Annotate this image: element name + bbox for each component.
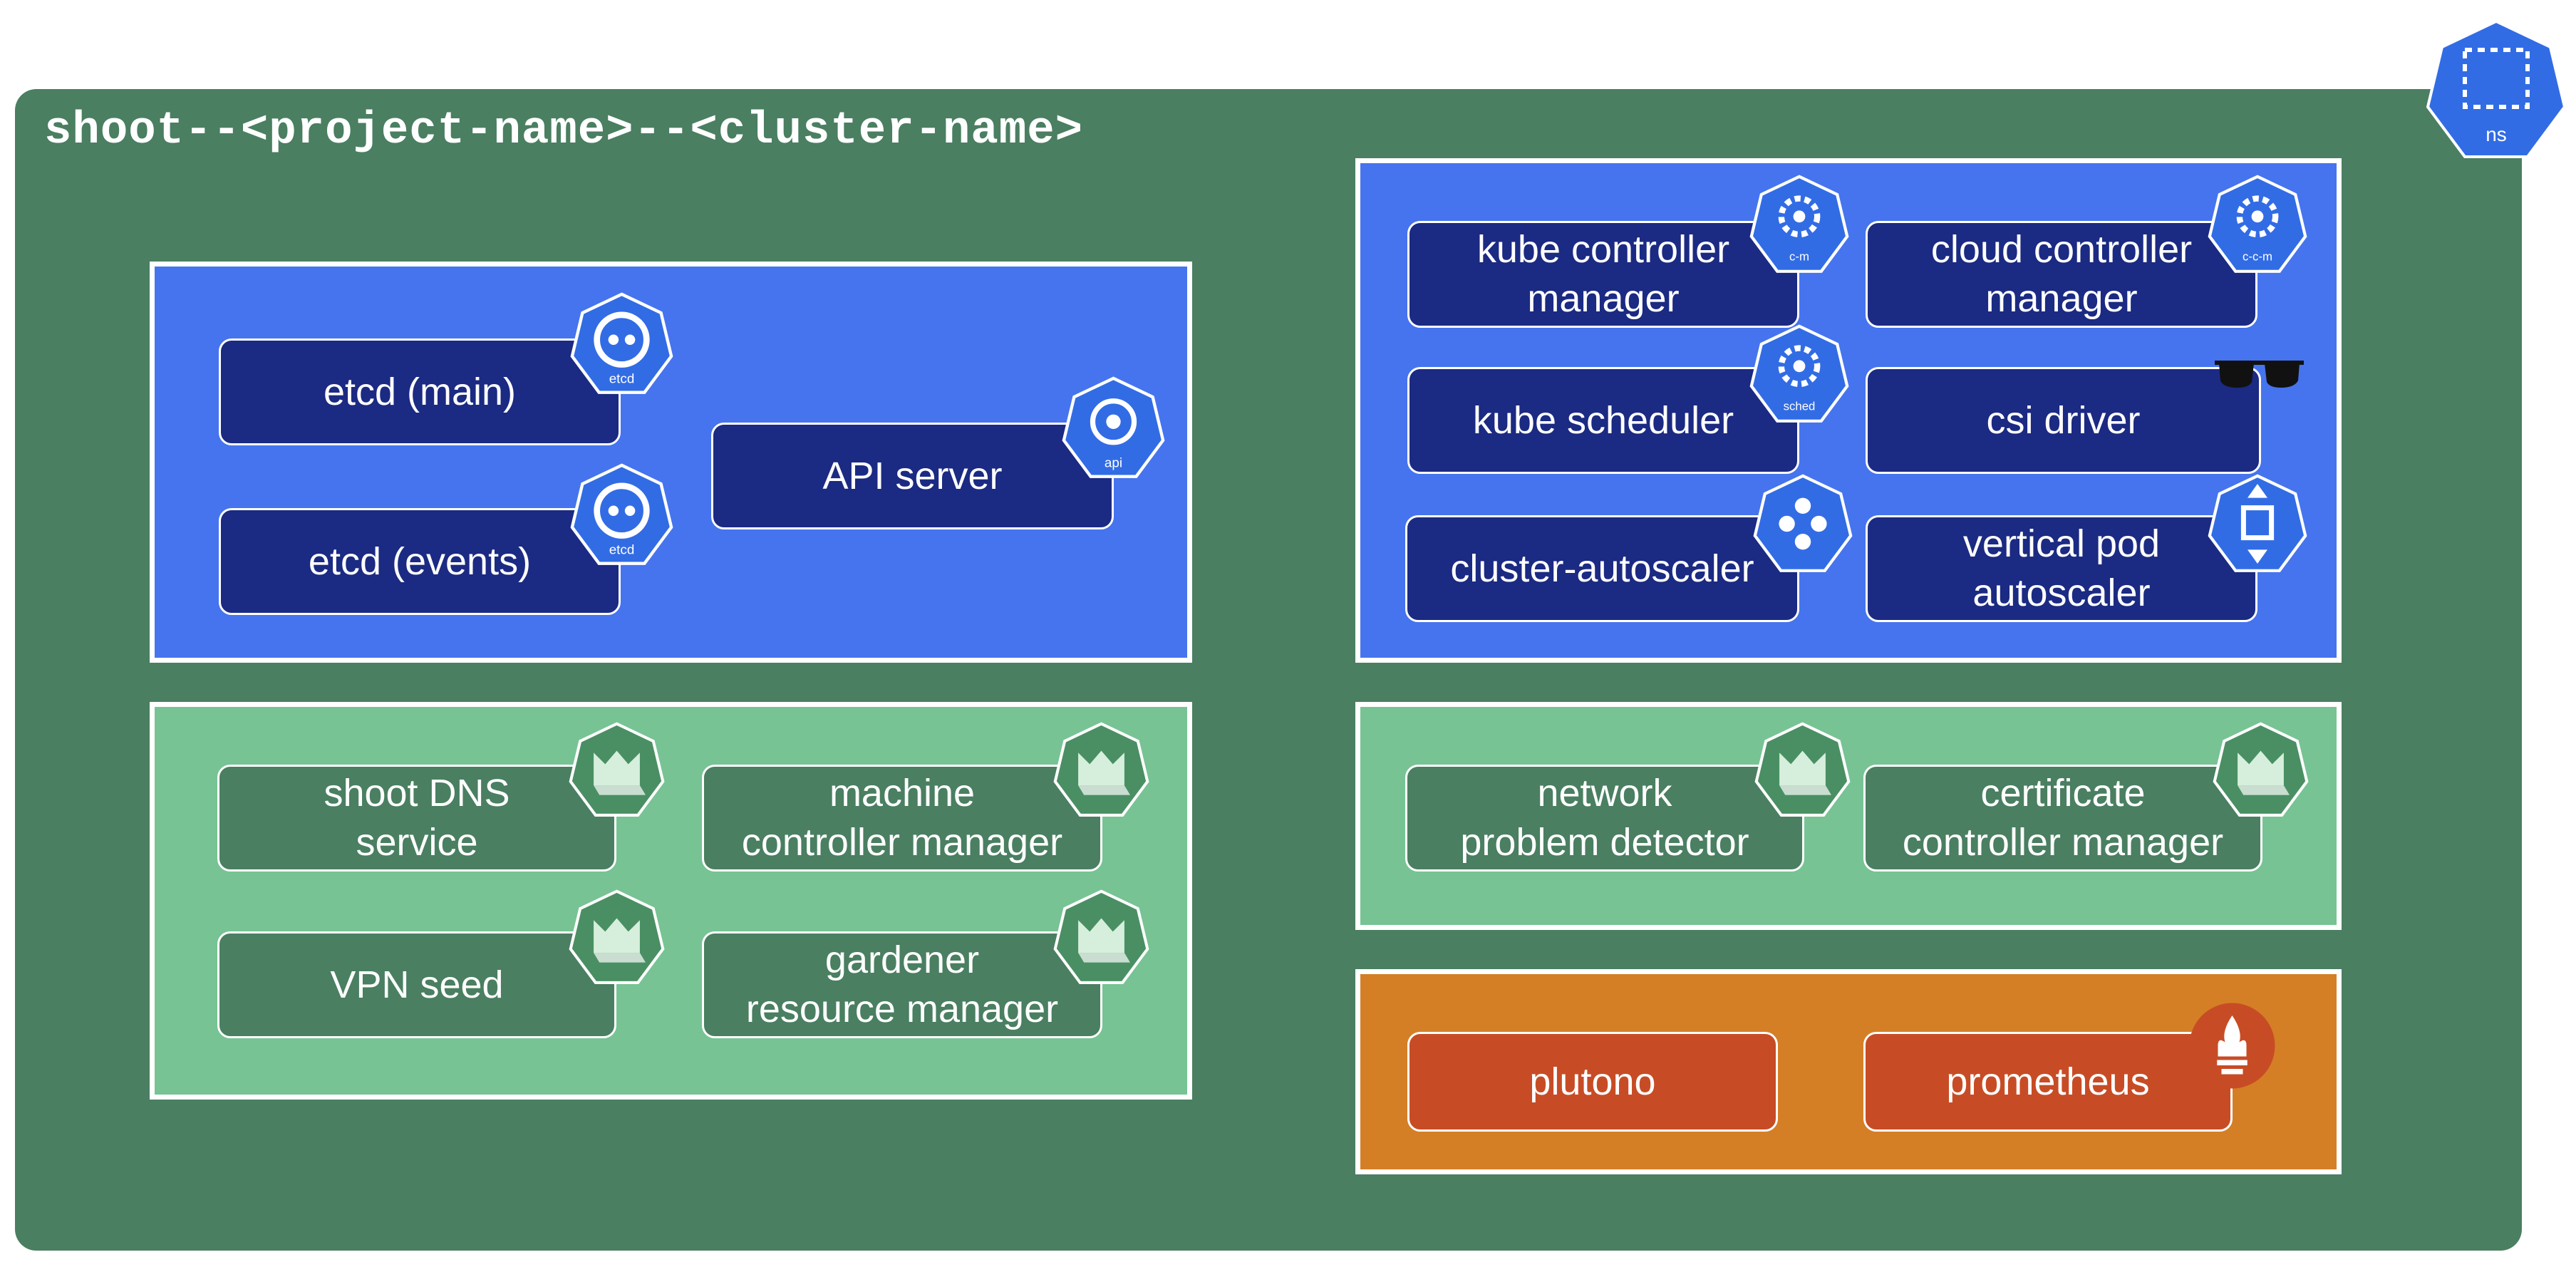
vpa-label-1: vertical pod xyxy=(1962,522,2161,565)
cert-cm-label-2: controller manager xyxy=(1902,821,2224,864)
cluster-autoscaler-component[interactable]: cluster-autoscaler xyxy=(1405,515,1799,622)
scheduler-icon: sched xyxy=(1749,324,1849,424)
etcd-icon-label: etcd xyxy=(609,542,635,557)
gardener-icon xyxy=(569,722,665,818)
gardener-icon xyxy=(569,889,665,986)
plutono-label: plutono xyxy=(1529,1060,1656,1103)
npd-label-1: network xyxy=(1537,772,1672,815)
vpa-label-2: autoscaler xyxy=(1972,572,2151,614)
certificate-controller-manager-component[interactable]: certificate controller manager xyxy=(1863,765,2262,872)
cert-cm-label-1: certificate xyxy=(1980,772,2146,815)
namespace-icon: ns xyxy=(2425,19,2567,161)
gardener-panel xyxy=(150,702,1192,1100)
controller-manager-icon: c-m xyxy=(1749,175,1849,274)
shoot-dns-service-component[interactable]: shoot DNS service xyxy=(217,765,616,872)
namespace-icon-label: ns xyxy=(2486,123,2507,145)
etcd-main-component[interactable]: etcd (main) xyxy=(219,338,621,445)
api-icon: api xyxy=(1062,376,1165,480)
network-problem-detector-component[interactable]: network problem detector xyxy=(1405,765,1804,872)
vpn-seed-component[interactable]: VPN seed xyxy=(217,931,616,1038)
api-icon-label: api xyxy=(1105,455,1122,470)
gardener-icon xyxy=(1053,722,1149,818)
kube-controller-manager-label-2: manager xyxy=(1527,277,1680,320)
api-server-label: API server xyxy=(822,454,1003,497)
csi-driver-label: csi driver xyxy=(1986,398,2141,442)
kube-scheduler-label: kube scheduler xyxy=(1472,398,1734,442)
shoot-dns-label-1: shoot DNS xyxy=(324,772,510,815)
kube-controller-manager-label-1: kube controller xyxy=(1476,228,1730,271)
mcm-label-1: machine xyxy=(829,772,976,815)
gardener-icon xyxy=(2213,722,2309,818)
sunglasses-icon xyxy=(2215,356,2304,392)
autoscaler-icon xyxy=(1753,474,1853,574)
prometheus-component[interactable]: prometheus xyxy=(1863,1032,2233,1132)
cloud-controller-manager-component[interactable]: cloud controller manager xyxy=(1866,221,2257,328)
csi-driver-component[interactable]: csi driver xyxy=(1866,367,2261,474)
cloud-controller-manager-label-2: manager xyxy=(1985,277,2138,320)
etcd-main-label: etcd (main) xyxy=(323,370,517,413)
etcd-events-component[interactable]: etcd (events) xyxy=(219,508,621,615)
kube-controller-manager-component[interactable]: kube controller manager xyxy=(1407,221,1799,328)
plutono-component[interactable]: plutono xyxy=(1407,1032,1778,1132)
prometheus-label: prometheus xyxy=(1946,1060,2150,1103)
mcm-label-2: controller manager xyxy=(741,821,1063,864)
gardener-resource-manager-component[interactable]: gardener resource manager xyxy=(702,931,1102,1038)
etcd-icon-label: etcd xyxy=(609,371,635,386)
kube-scheduler-component[interactable]: kube scheduler xyxy=(1407,367,1799,474)
prometheus-icon xyxy=(2188,1001,2277,1090)
machine-controller-manager-component[interactable]: machine controller manager xyxy=(702,765,1102,872)
grm-label-1: gardener xyxy=(824,939,980,981)
ccm-icon-label: c-c-m xyxy=(2243,249,2272,263)
etcd-events-label: etcd (events) xyxy=(308,539,532,583)
sched-icon-label: sched xyxy=(1784,399,1816,413)
etcd-icon: etcd xyxy=(570,463,673,567)
grm-label-2: resource manager xyxy=(745,988,1059,1030)
gardener-icon xyxy=(1754,722,1851,818)
gardener-icon xyxy=(1053,889,1149,986)
vertical-pod-autoscaler-component[interactable]: vertical pod autoscaler xyxy=(1866,515,2257,622)
cm-icon-label: c-m xyxy=(1789,249,1809,263)
npd-label-2: problem detector xyxy=(1460,821,1749,864)
cluster-autoscaler-label: cluster-autoscaler xyxy=(1450,547,1754,590)
cloud-controller-manager-label-1: cloud controller xyxy=(1930,228,2193,271)
vpn-seed-label: VPN seed xyxy=(330,963,504,1006)
api-server-component[interactable]: API server xyxy=(711,423,1114,529)
namespace-title: shoot--<project-name>--<cluster-name> xyxy=(44,105,1084,157)
controller-manager-icon: c-c-m xyxy=(2208,175,2307,274)
etcd-icon: etcd xyxy=(570,292,673,395)
shoot-dns-label-2: service xyxy=(356,821,478,864)
vpa-icon xyxy=(2208,474,2307,574)
